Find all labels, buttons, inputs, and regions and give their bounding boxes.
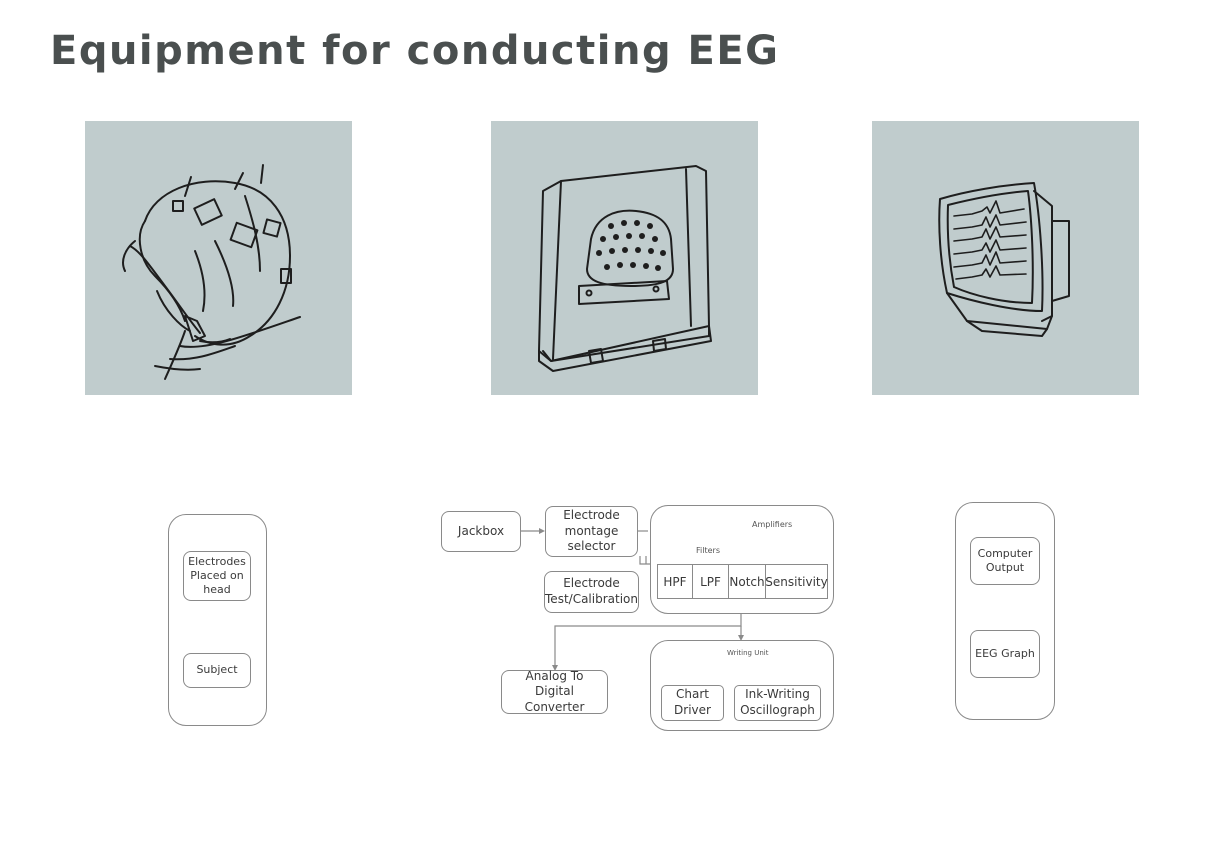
notch-filter: Notch [728,564,766,599]
monitor-with-waveforms-image [872,121,1139,395]
computer-output-box: Computer Output [970,537,1040,585]
subject-box: Subject [183,653,251,688]
output-panel [955,502,1055,720]
eeg-graph-box: EEG Graph [970,630,1040,678]
subject-panel [168,514,267,726]
adc-box: Analog To Digital Converter [501,669,608,714]
oscillograph-box: Ink-Writing Oscillograph [734,685,821,721]
jackbox-box: Jackbox [441,511,521,552]
hpf-filter: HPF [657,564,693,599]
test-calibration-box: Electrode Test/Calibration [544,571,639,613]
filters-label: Filters [696,546,720,555]
writing-unit-label: Writing Unit [727,649,769,657]
head-with-electrodes-image [85,121,352,395]
electrodes-placed-box: Electrodes Placed on head [183,551,251,601]
page-title: Equipment for conducting EEG [50,28,780,74]
sensitivity-control: Sensitivity [765,564,828,599]
lpf-filter: LPF [692,564,729,599]
chart-driver-box: Chart Driver [661,685,724,721]
amplifiers-label: Amplifiers [752,520,793,529]
montage-selector-box: Electrode montage selector [545,506,638,557]
eeg-machine-image [491,121,758,395]
